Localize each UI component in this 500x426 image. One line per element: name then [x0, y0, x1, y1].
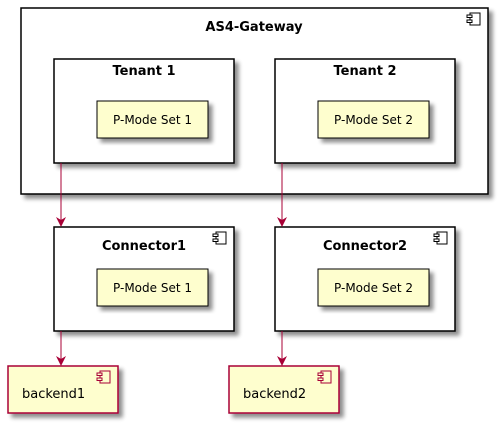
tenant-2-frame: Tenant 2 P-Mode Set 2 — [274, 58, 456, 164]
backend-1-label: backend1 — [22, 387, 85, 402]
component-icon — [466, 12, 481, 26]
connector-2-title: Connector2 — [323, 239, 407, 254]
component-icon — [317, 370, 332, 384]
tenant-2-pmode-set: P-Mode Set 2 — [317, 100, 430, 139]
connector-2-pmode-set: P-Mode Set 2 — [317, 268, 430, 307]
component-icon — [433, 231, 448, 245]
backend-2-label: backend2 — [243, 387, 306, 402]
component-icon — [212, 231, 227, 245]
connector-1-pmode-label: P-Mode Set 1 — [113, 281, 192, 295]
connector-2-pmode-label: P-Mode Set 2 — [334, 281, 413, 295]
backend-2-component: backend2 — [228, 365, 340, 414]
tenant-2-pmode-label: P-Mode Set 2 — [334, 113, 413, 127]
tenant-2-title: Tenant 2 — [333, 64, 396, 79]
connector-1-pmode-set: P-Mode Set 1 — [96, 268, 209, 307]
tenant-1-title: Tenant 1 — [112, 64, 175, 79]
tenant-1-frame: Tenant 1 P-Mode Set 1 — [53, 58, 235, 164]
connector-1-title: Connector1 — [102, 239, 186, 254]
connector-2-component: Connector2 P-Mode Set 2 — [274, 226, 456, 332]
tenant-1-pmode-set: P-Mode Set 1 — [96, 100, 209, 139]
component-icon — [96, 370, 111, 384]
gateway-title: AS4-Gateway — [205, 20, 303, 35]
tenant-1-pmode-label: P-Mode Set 1 — [113, 113, 192, 127]
connector-1-component: Connector1 P-Mode Set 1 — [53, 226, 235, 332]
backend-1-component: backend1 — [7, 365, 119, 414]
